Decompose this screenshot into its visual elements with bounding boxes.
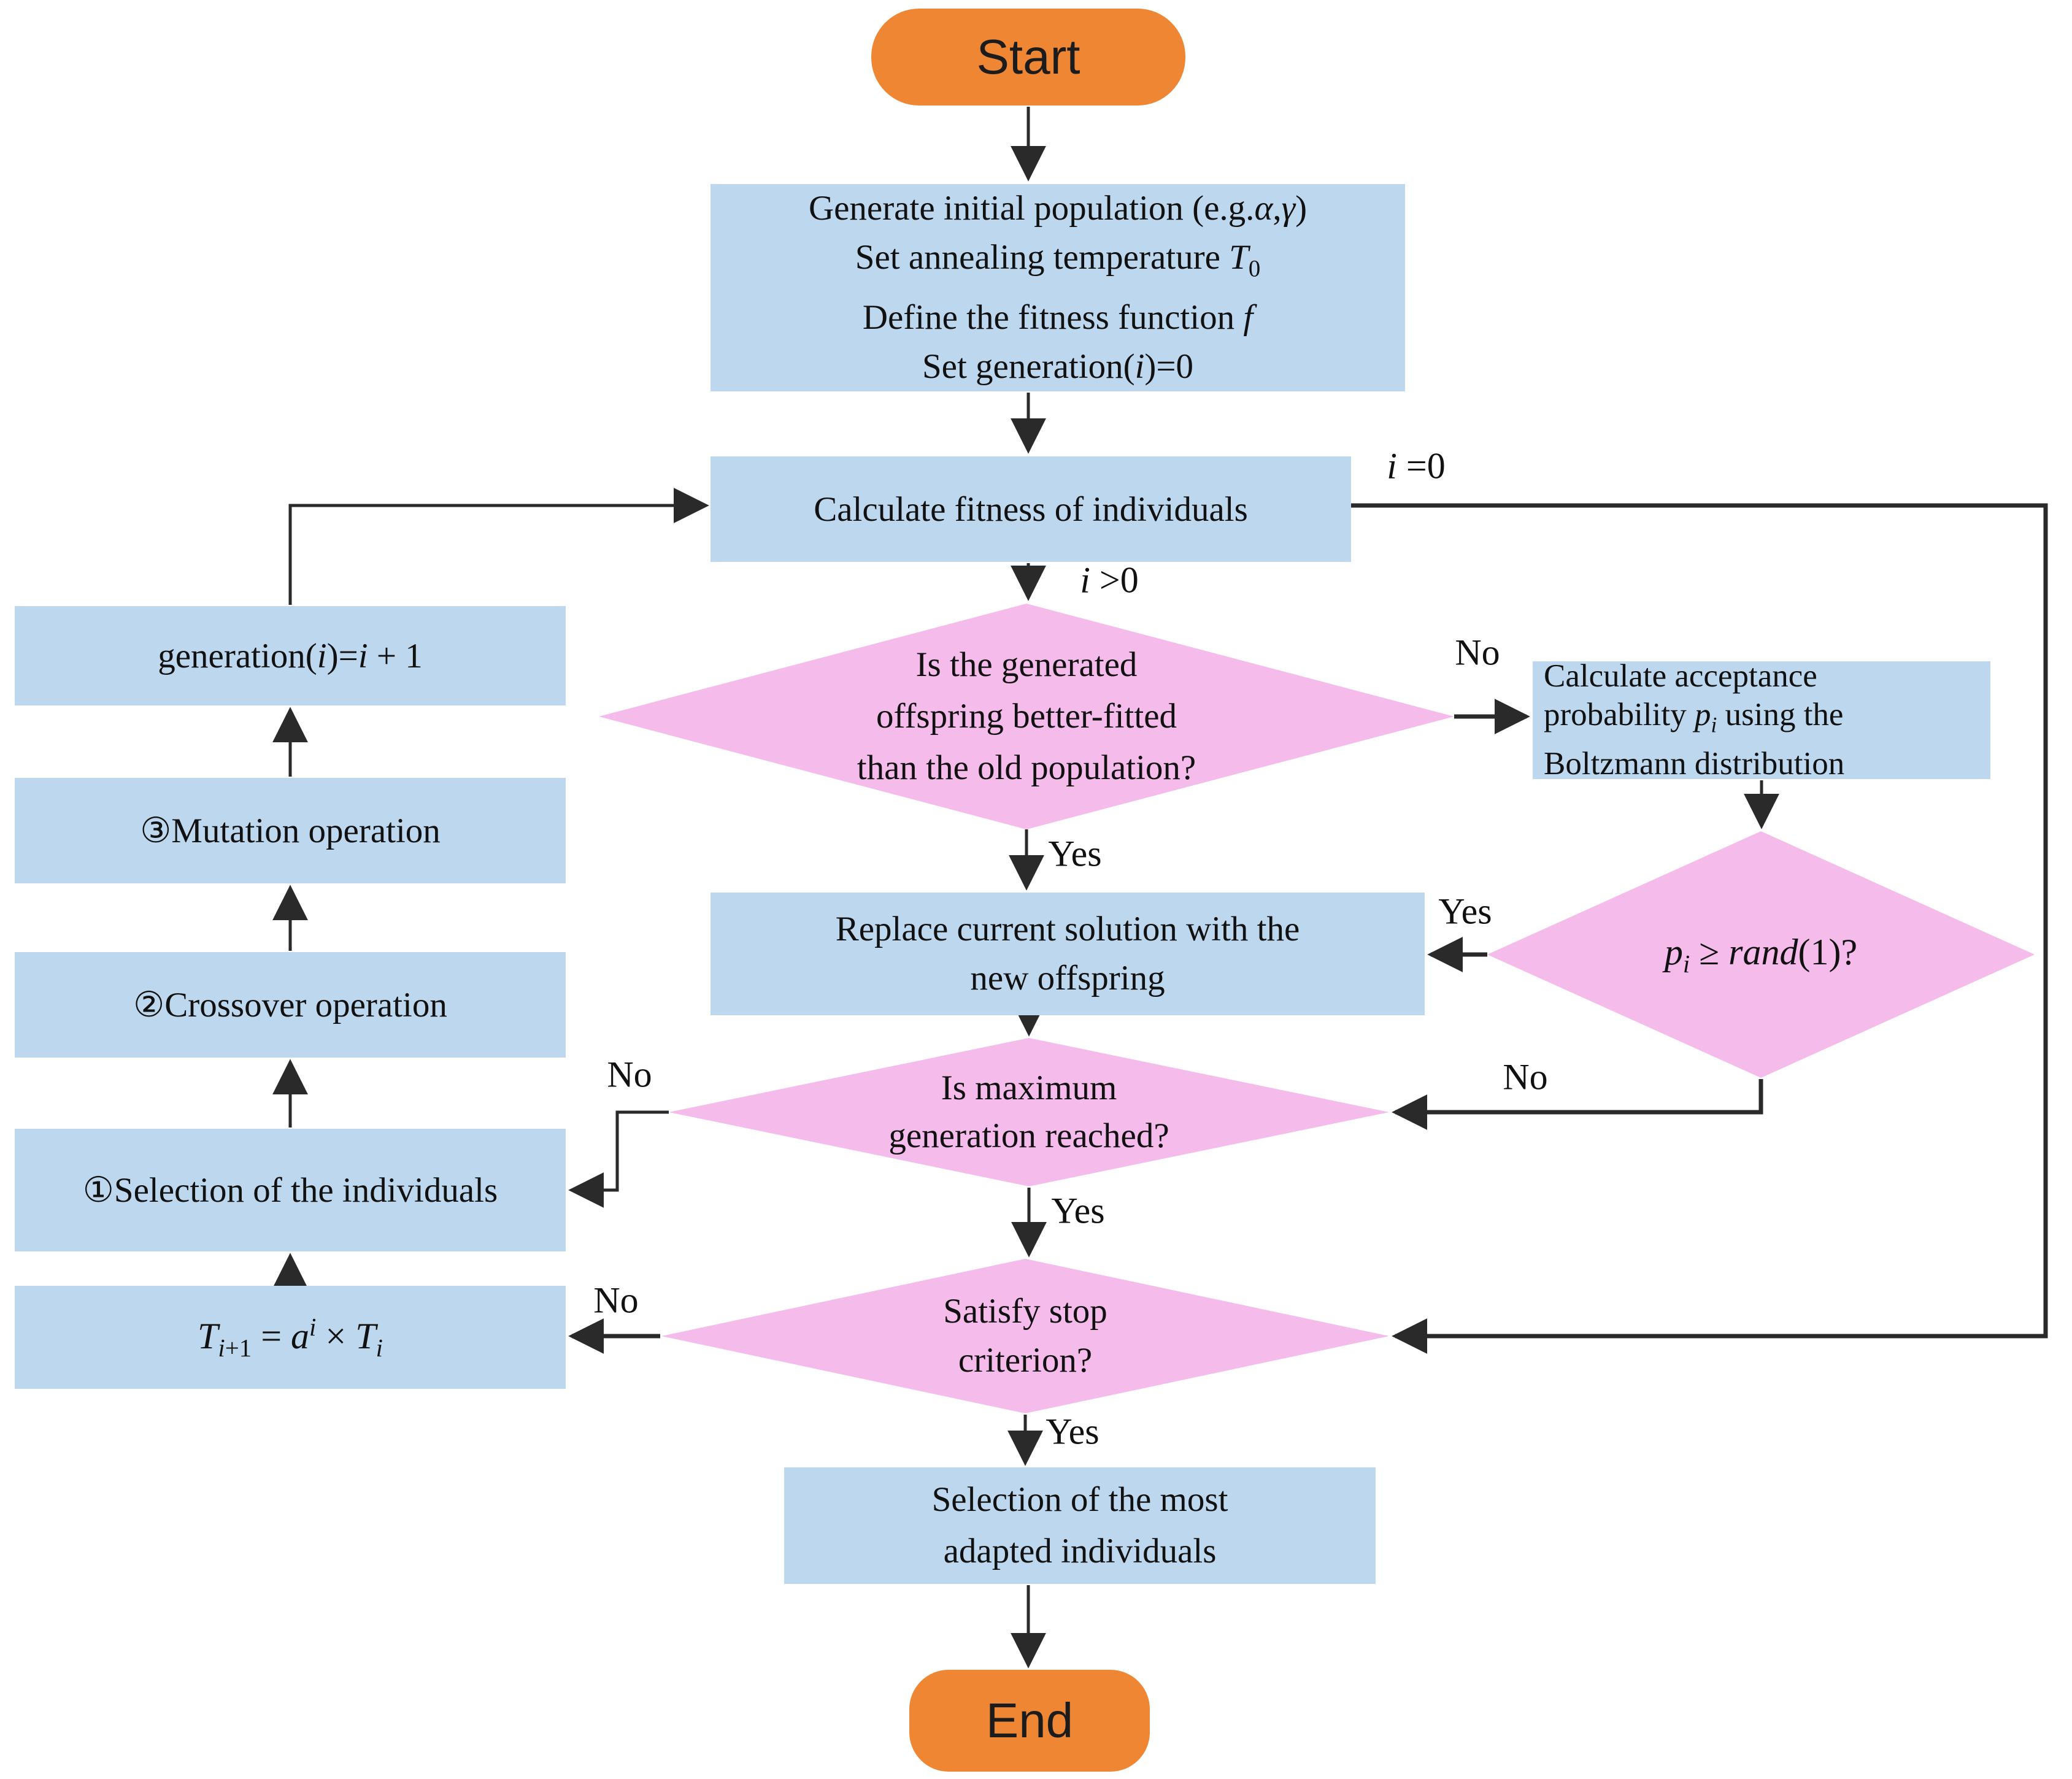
end-node: End	[909, 1670, 1150, 1772]
init-line: Define the fitness function f	[862, 298, 1254, 337]
generation-increment-label: generation(i)=i + 1	[158, 636, 423, 675]
edge-label-rand-no: No	[1503, 1056, 1548, 1097]
generation-increment-box: generation(i)=i + 1	[15, 606, 566, 705]
edge-label-i-gt-0: i >0	[1080, 559, 1139, 601]
end-label: End	[985, 1693, 1074, 1748]
init-population-box: Generate initial population (e.g.α,γ) Se…	[711, 184, 1405, 391]
better-fitted-line: than the old population?	[857, 748, 1196, 787]
max-generation-line: Is maximum	[941, 1069, 1117, 1107]
edge-generation-fitness	[288, 488, 709, 605]
selection-individuals-box: ①Selection of the individuals	[15, 1129, 566, 1251]
edge-label-rand-yes: Yes	[1438, 891, 1492, 932]
temperature-update-label: Ti+1 = ai × Ti	[198, 1313, 383, 1362]
edge-label-maxgen-no: No	[607, 1054, 652, 1095]
temperature-update-box: Ti+1 = ai × Ti	[15, 1286, 566, 1389]
replace-line: new offspring	[970, 959, 1165, 997]
edge-rand-maxgen-no	[1392, 1079, 1763, 1130]
acceptance-probability-box: Calculate acceptance probability pi usin…	[1533, 658, 1990, 782]
calc-fitness-box: Calculate fitness of individuals	[711, 456, 1351, 562]
mutation-operation-box: ③Mutation operation	[15, 778, 566, 883]
replace-line: Replace current solution with the	[835, 910, 1300, 948]
most-adapted-line: adapted individuals	[943, 1532, 1217, 1570]
calc-fitness-label: Calculate fitness of individuals	[814, 490, 1248, 529]
edge-label-stop-yes: Yes	[1046, 1411, 1100, 1452]
edge-i0-loop	[1351, 503, 2048, 1354]
most-adapted-box: Selection of the most adapted individual…	[784, 1467, 1376, 1584]
replace-solution-box: Replace current solution with the new of…	[711, 893, 1425, 1015]
better-fitted-line: offspring better-fitted	[876, 697, 1177, 736]
crossover-operation-box: ②Crossover operation	[15, 952, 566, 1058]
edge-label-maxgen-yes: Yes	[1051, 1190, 1105, 1231]
init-line: Set generation(i)=0	[922, 347, 1194, 386]
better-fitted-line: Is the generated	[915, 645, 1138, 684]
edge-label-better-no: No	[1455, 632, 1500, 673]
edge-label-stop-no: No	[593, 1280, 639, 1321]
stop-criterion-line: Satisfy stop	[943, 1292, 1107, 1331]
crossover-operation-label: ②Crossover operation	[133, 986, 447, 1024]
acceptance-line: probability pi using the	[1544, 697, 1844, 737]
selection-individuals-label: ①Selection of the individuals	[82, 1171, 498, 1210]
most-adapted-line: Selection of the most	[931, 1480, 1228, 1519]
init-line: Generate initial population (e.g.α,γ)	[808, 188, 1308, 228]
start-label: Start	[976, 29, 1080, 84]
rand-decision-label: pi ≥ rand(1)?	[1664, 931, 1858, 978]
edge-maxgen-selection-no	[568, 1110, 669, 1208]
acceptance-line: Calculate acceptance	[1544, 658, 1817, 694]
mutation-operation-label: ③Mutation operation	[140, 812, 441, 850]
start-node: Start	[871, 9, 1185, 106]
acceptance-line: Boltzmann distribution	[1544, 745, 1845, 782]
edge-label-better-yes: Yes	[1048, 833, 1102, 874]
max-generation-line: generation reached?	[888, 1116, 1169, 1155]
stop-criterion-line: criterion?	[958, 1341, 1093, 1380]
edge-label-i-eq-0: i =0	[1387, 445, 1446, 486]
init-line: Set annealing temperature T0	[855, 237, 1261, 282]
